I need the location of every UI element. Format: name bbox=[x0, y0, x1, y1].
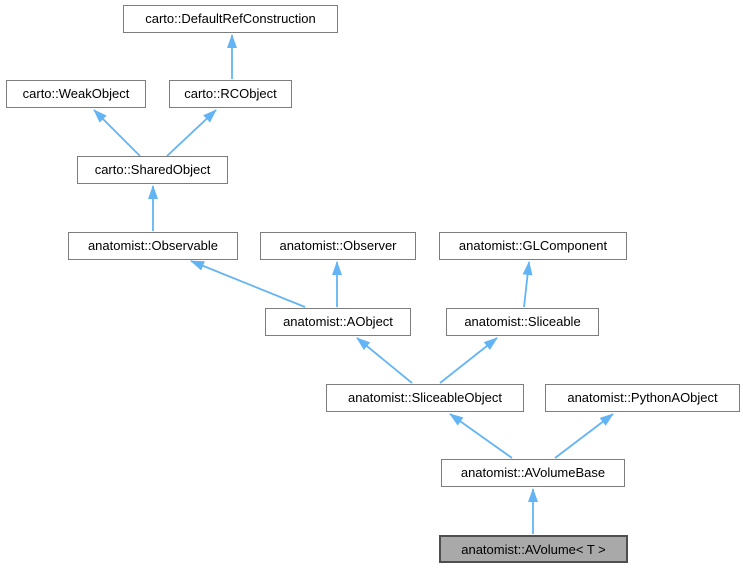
edge-sharedobject-to-weakobject bbox=[93, 109, 141, 157]
edge-aobject-to-observable bbox=[190, 260, 306, 308]
node-carto-rcobject[interactable]: carto::RCObject bbox=[169, 80, 292, 108]
node-anatomist-observer[interactable]: anatomist::Observer bbox=[260, 232, 416, 260]
node-carto-weakobject[interactable]: carto::WeakObject bbox=[6, 80, 146, 108]
node-anatomist-glcomponent[interactable]: anatomist::GLComponent bbox=[439, 232, 627, 260]
node-carto-sharedobject[interactable]: carto::SharedObject bbox=[77, 156, 228, 184]
edge-avolumebase-to-sliceableobject bbox=[449, 413, 513, 459]
node-anatomist-pythonaobject[interactable]: anatomist::PythonAObject bbox=[545, 384, 740, 412]
edge-sharedobject-to-rcobject bbox=[166, 109, 217, 157]
node-anatomist-aobject[interactable]: anatomist::AObject bbox=[265, 308, 411, 336]
node-anatomist-avolume-t: anatomist::AVolume< T > bbox=[439, 535, 628, 563]
edge-avolumebase-to-pythonaobject bbox=[554, 413, 614, 459]
edge-sliceable-to-glcomponent bbox=[522, 261, 533, 308]
node-anatomist-sliceable[interactable]: anatomist::Sliceable bbox=[446, 308, 599, 336]
node-anatomist-avolumebase[interactable]: anatomist::AVolumeBase bbox=[441, 459, 625, 487]
edge-sliceableobject-to-sliceable bbox=[439, 337, 498, 384]
edge-sliceableobject-to-aobject bbox=[356, 337, 413, 384]
node-anatomist-observable[interactable]: anatomist::Observable bbox=[68, 232, 238, 260]
node-anatomist-sliceableobject[interactable]: anatomist::SliceableObject bbox=[326, 384, 524, 412]
node-carto-defaultrefconstruction[interactable]: carto::DefaultRefConstruction bbox=[123, 5, 338, 33]
